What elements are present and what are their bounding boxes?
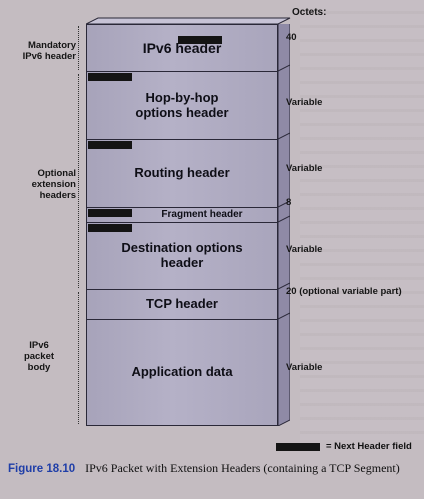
figure-caption: Figure 18.10 IPv6 Packet with Extension H… (8, 461, 418, 476)
fragment-header-label: Fragment header (161, 209, 243, 221)
next-header-bar-ipv6 (178, 36, 222, 44)
legend-swatch (276, 442, 320, 451)
stack-side-face (278, 24, 290, 426)
label-mandatory: Mandatory IPv6 header (22, 40, 76, 62)
figure-number: Figure 18.10 (8, 463, 76, 475)
application-data-block: Application data (86, 319, 278, 426)
legend: = Next Header field (276, 441, 412, 452)
octets-destination: Variable (286, 244, 323, 255)
next-header-bar-routing (88, 141, 132, 149)
hop-by-hop-label: Hop-by-hop options header (135, 89, 229, 120)
legend-label: = Next Header field (326, 441, 412, 452)
ipv6-header-block: IPv6 header (86, 24, 278, 72)
octets-application: Variable (286, 362, 323, 373)
brace-optional (78, 74, 80, 288)
brace-mandatory (78, 26, 80, 70)
octets-hop: Variable (286, 97, 323, 108)
routing-header-block: Routing header (86, 139, 278, 208)
label-optional: Optional extension headers (31, 168, 76, 201)
next-header-bar-fragment (88, 209, 132, 217)
tcp-header-block: TCP header (86, 289, 278, 320)
next-header-bar-hop (88, 73, 132, 81)
background-page-text (300, 0, 424, 440)
octets-title: Octets: (292, 7, 327, 18)
octets-tcp: 20 (optional variable part) (286, 286, 402, 297)
destination-options-label: Destination options header (121, 240, 243, 270)
hop-by-hop-block: Hop-by-hop options header (86, 71, 278, 140)
label-body: IPv6 packet body (23, 340, 55, 373)
octets-fragment: 8 (286, 197, 292, 208)
routing-header-label: Routing header (134, 165, 230, 181)
next-header-bar-destination (88, 224, 132, 232)
brace-body (78, 292, 80, 424)
destination-options-block: Destination options header (86, 222, 278, 290)
tcp-header-label: TCP header (145, 296, 218, 312)
application-data-label: Application data (131, 364, 233, 380)
figure-caption-text: IPv6 Packet with Extension Headers (cont… (85, 461, 400, 475)
octets-ipv6: 40 (286, 32, 297, 43)
octets-routing: Variable (286, 163, 323, 174)
